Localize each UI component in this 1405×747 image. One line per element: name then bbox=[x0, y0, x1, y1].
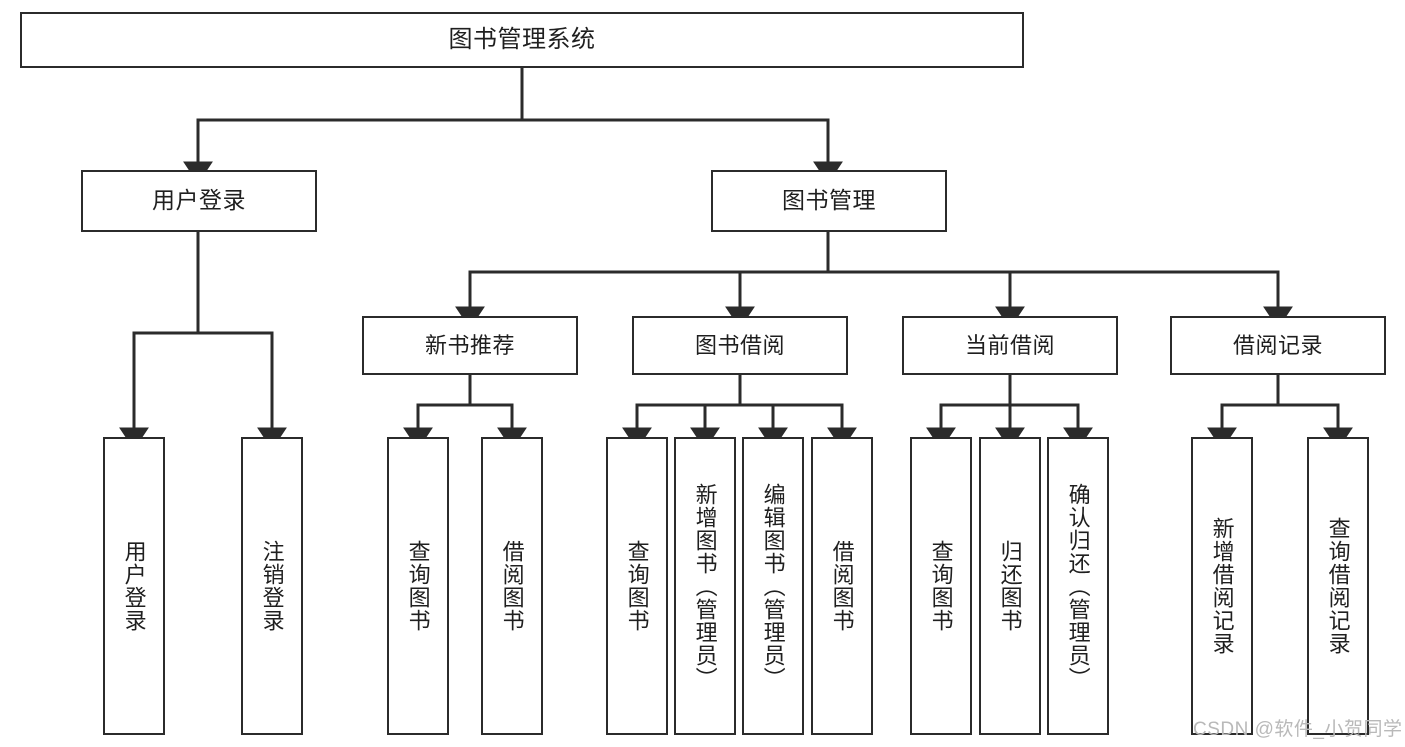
leaf-new-book-borrow[interactable]: 借阅图书 bbox=[481, 437, 543, 735]
node-borrow-record[interactable]: 借阅记录 bbox=[1170, 316, 1386, 375]
node-label: 新增借阅记录 bbox=[1209, 517, 1235, 655]
node-label: 查询借阅记录 bbox=[1325, 517, 1351, 655]
leaf-record-add-record[interactable]: 新增借阅记录 bbox=[1191, 437, 1253, 735]
node-label: 编辑图书（管理员） bbox=[760, 482, 786, 690]
node-label: 确认归还（管理员） bbox=[1065, 482, 1091, 690]
node-label: 图书借阅 bbox=[694, 332, 785, 358]
node-root-system[interactable]: 图书管理系统 bbox=[20, 12, 1024, 68]
node-label: 当前借阅 bbox=[964, 332, 1055, 358]
node-label: 注销登录 bbox=[259, 540, 285, 632]
node-user-login[interactable]: 用户登录 bbox=[81, 170, 317, 232]
node-label: 用户登录 bbox=[152, 187, 246, 214]
node-label: 查询图书 bbox=[624, 540, 650, 632]
node-label: 查询图书 bbox=[405, 540, 431, 632]
leaf-borrow-edit-book[interactable]: 编辑图书（管理员） bbox=[742, 437, 804, 735]
node-label: 用户登录 bbox=[121, 540, 147, 632]
leaf-borrow-add-book[interactable]: 新增图书（管理员） bbox=[674, 437, 736, 735]
node-label: 借阅图书 bbox=[829, 540, 855, 632]
node-label: 图书管理系统 bbox=[448, 25, 596, 53]
node-label: 新书推荐 bbox=[424, 332, 515, 358]
node-label: 借阅图书 bbox=[499, 540, 525, 632]
leaf-borrow-borrow-book[interactable]: 借阅图书 bbox=[811, 437, 873, 735]
node-label: 图书管理 bbox=[782, 187, 876, 214]
node-book-borrow[interactable]: 图书借阅 bbox=[632, 316, 848, 375]
leaf-record-query-record[interactable]: 查询借阅记录 bbox=[1307, 437, 1369, 735]
leaf-user-login-signin[interactable]: 用户登录 bbox=[103, 437, 165, 735]
node-label: 新增图书（管理员） bbox=[692, 482, 718, 690]
csdn-watermark: CSDN @软件_小贺同学 bbox=[1193, 719, 1403, 740]
node-label: 查询图书 bbox=[928, 540, 954, 632]
leaf-user-login-signout[interactable]: 注销登录 bbox=[241, 437, 303, 735]
leaf-new-book-query[interactable]: 查询图书 bbox=[387, 437, 449, 735]
leaf-current-query-book[interactable]: 查询图书 bbox=[910, 437, 972, 735]
node-new-book-recommend[interactable]: 新书推荐 bbox=[362, 316, 578, 375]
leaf-borrow-query-book[interactable]: 查询图书 bbox=[606, 437, 668, 735]
node-book-management[interactable]: 图书管理 bbox=[711, 170, 947, 232]
node-label: 借阅记录 bbox=[1232, 332, 1323, 358]
node-label: 归还图书 bbox=[997, 540, 1023, 632]
node-current-borrow[interactable]: 当前借阅 bbox=[902, 316, 1118, 375]
leaf-current-return-book[interactable]: 归还图书 bbox=[979, 437, 1041, 735]
leaf-current-confirm-return[interactable]: 确认归还（管理员） bbox=[1047, 437, 1109, 735]
